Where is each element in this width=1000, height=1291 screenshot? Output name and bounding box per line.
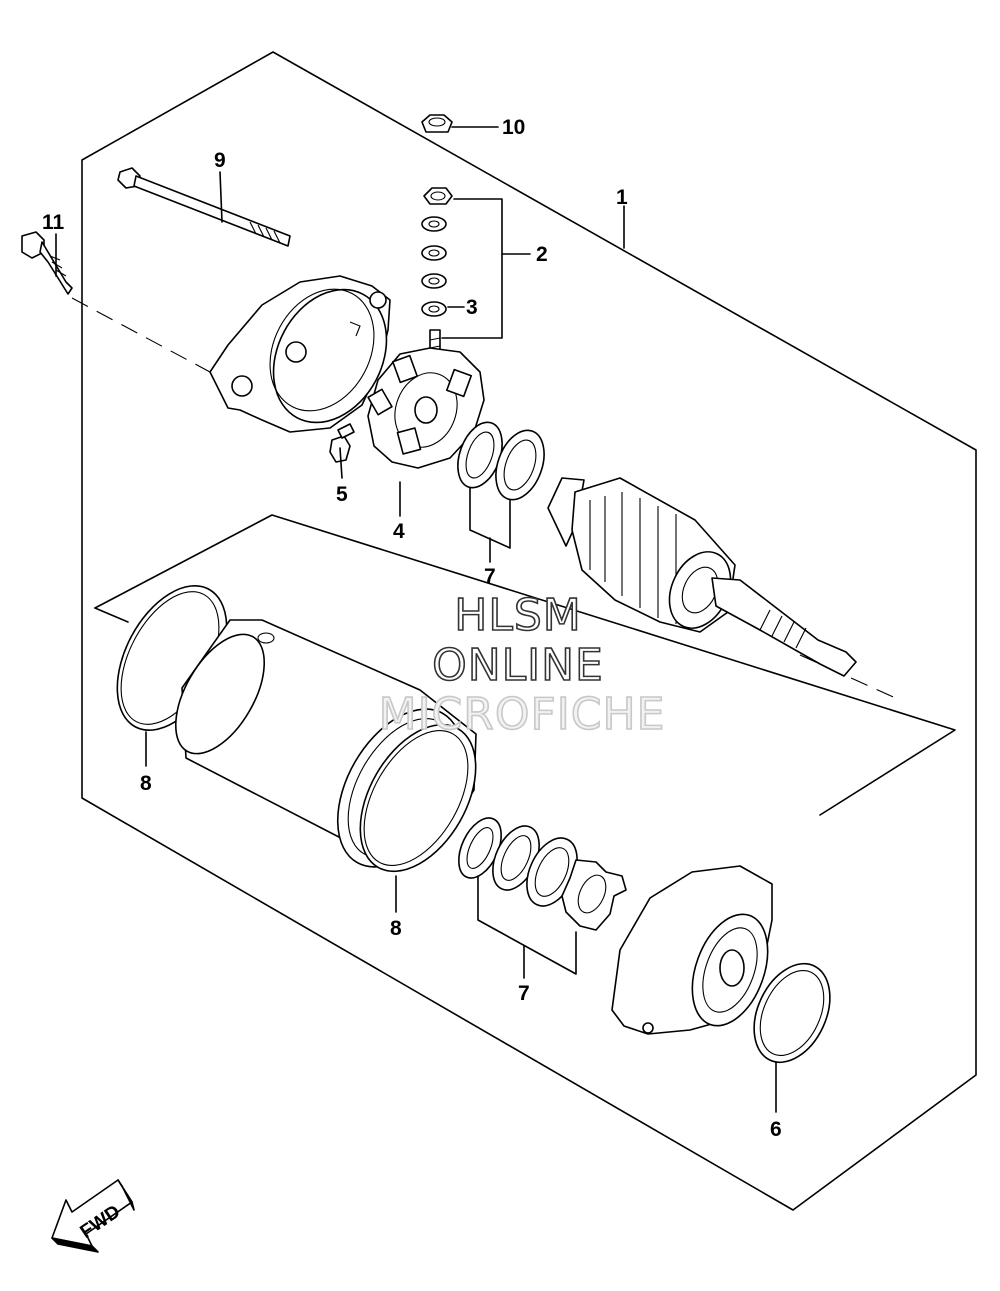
watermark-line-1: HLSM bbox=[454, 590, 582, 641]
watermark-line-3: MICROFICHE bbox=[379, 689, 666, 740]
watermark-line-2: ONLINE bbox=[432, 640, 604, 691]
leader-lines bbox=[55, 126, 777, 1113]
callout-11: 11 bbox=[42, 211, 65, 234]
front-housing bbox=[611, 865, 773, 1035]
assembly-outline-box bbox=[81, 51, 977, 1211]
washer-set-part-7-lower bbox=[458, 817, 627, 931]
through-bolt-part-9 bbox=[117, 167, 291, 247]
bolt-part-11 bbox=[21, 231, 73, 295]
callout-8-lower: 8 bbox=[390, 917, 402, 940]
center-line bbox=[71, 297, 211, 373]
nut-part-10 bbox=[421, 114, 453, 133]
callout-1: 1 bbox=[616, 186, 628, 209]
callout-4: 4 bbox=[393, 520, 405, 543]
terminal-part-5 bbox=[329, 423, 355, 463]
reference-plane bbox=[94, 514, 956, 816]
armature bbox=[547, 477, 857, 677]
o-ring-part-8-lower bbox=[359, 723, 477, 873]
callout-7-upper: 7 bbox=[484, 565, 496, 588]
fwd-arrow-icon: FWD bbox=[51, 1179, 135, 1253]
washer-set-part-7-upper bbox=[457, 421, 545, 501]
callout-8-upper: 8 bbox=[140, 772, 152, 795]
callout-2: 2 bbox=[536, 243, 548, 266]
callout-5: 5 bbox=[336, 483, 348, 506]
washer-stack-part-2 bbox=[421, 187, 453, 373]
callout-7-lower: 7 bbox=[518, 982, 530, 1005]
callout-10: 10 bbox=[502, 116, 525, 139]
callout-3: 3 bbox=[466, 296, 478, 319]
o-ring-part-6 bbox=[753, 962, 831, 1064]
callout-9: 9 bbox=[214, 149, 226, 172]
rear-bracket bbox=[209, 275, 391, 433]
callout-6: 6 bbox=[770, 1118, 782, 1141]
brush-holder-part-4 bbox=[367, 347, 485, 469]
